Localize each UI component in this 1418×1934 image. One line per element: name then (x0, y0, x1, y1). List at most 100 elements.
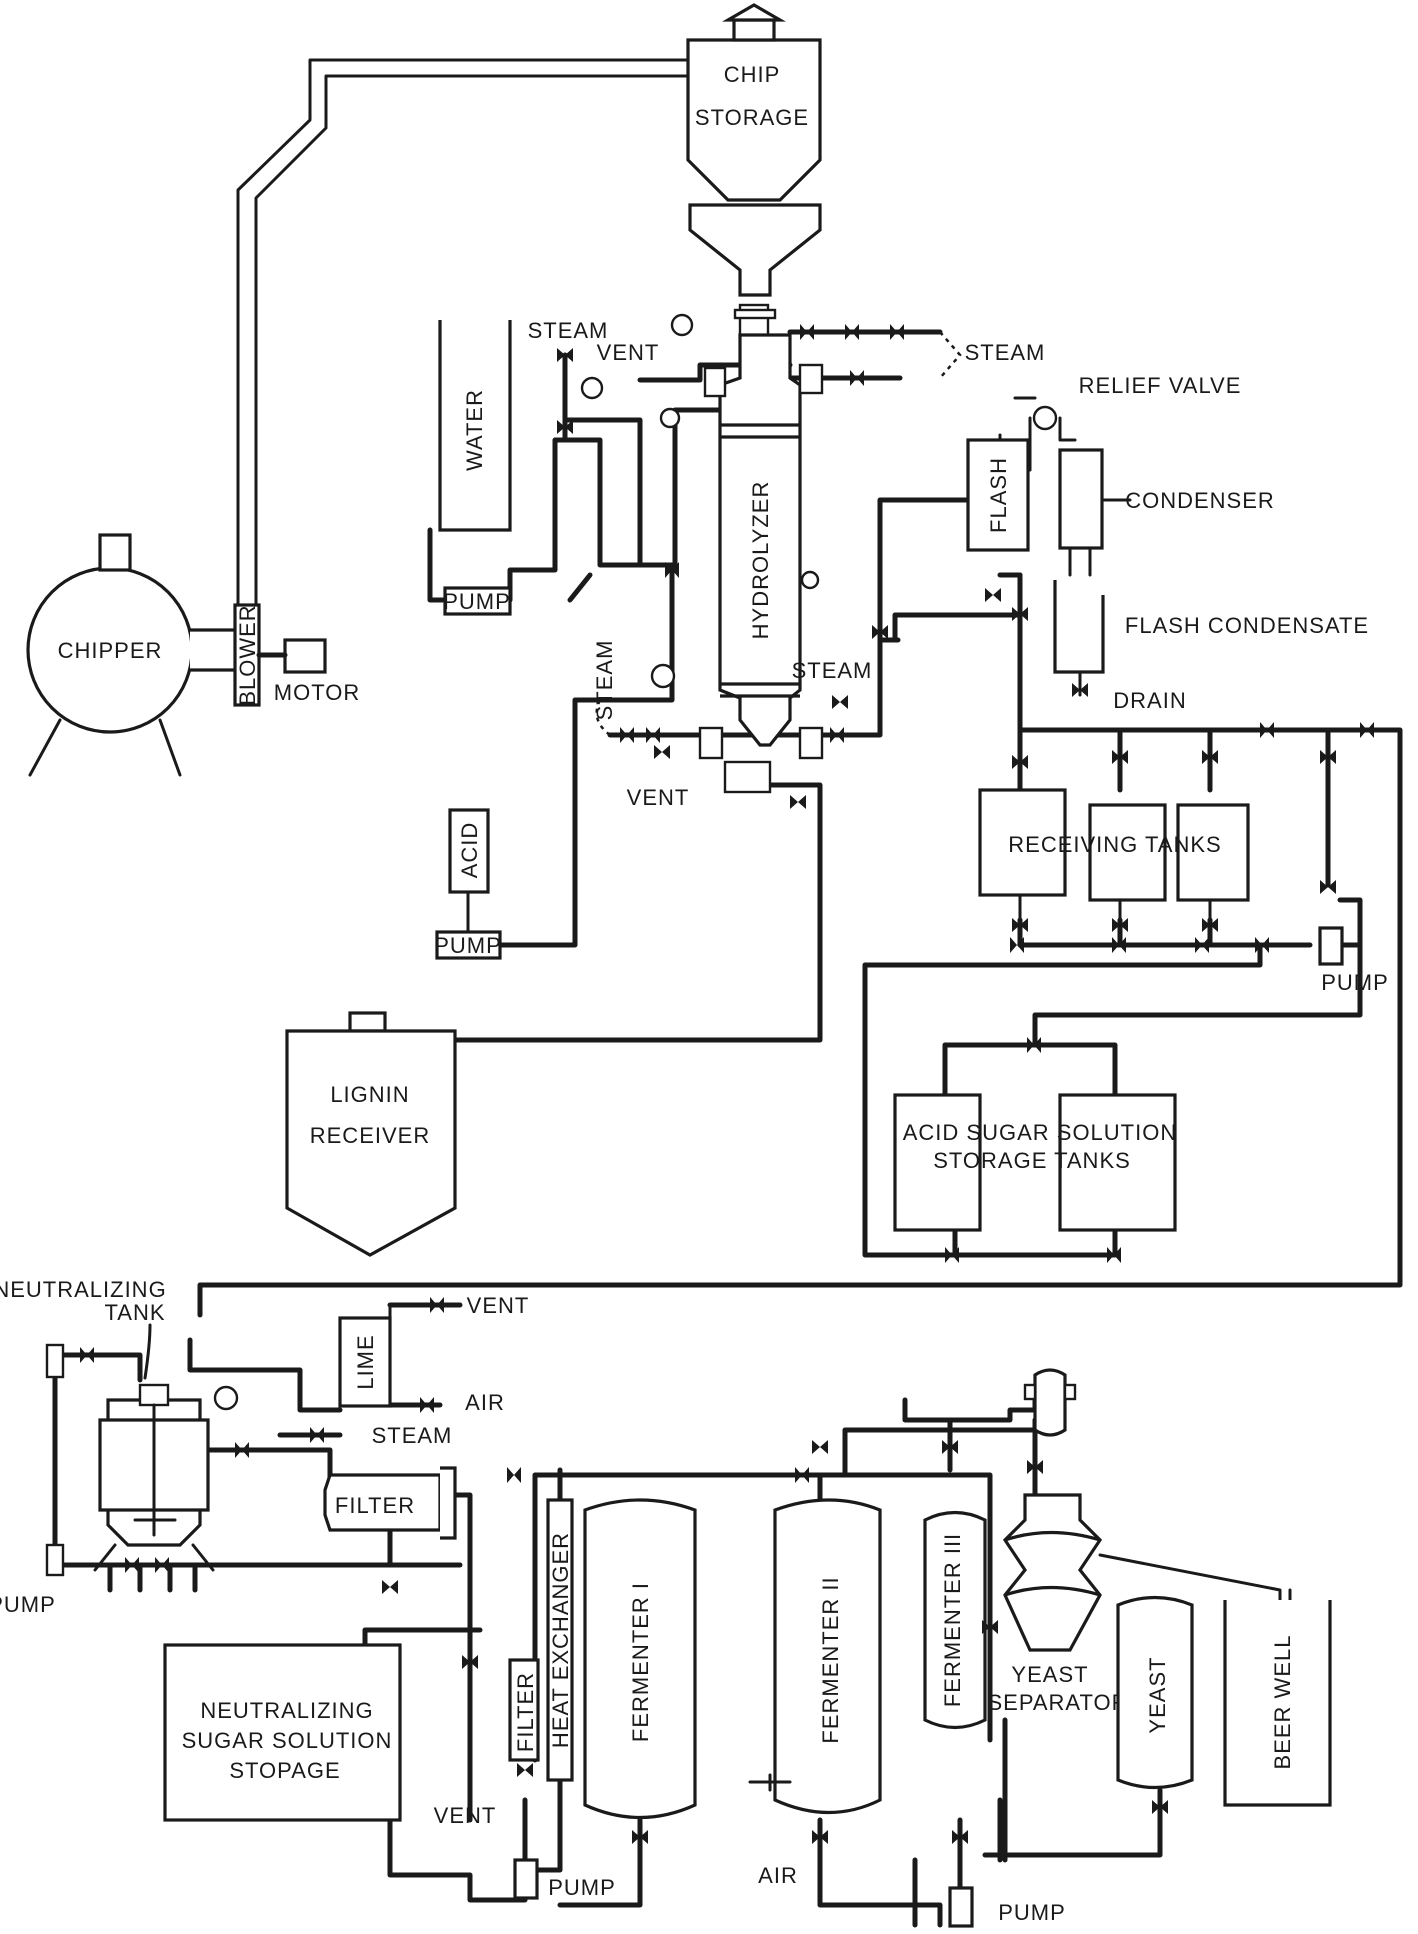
fermenter-3-label: FERMENTER III (940, 1533, 965, 1707)
acid-label: ACID (457, 822, 482, 879)
lime-label: LIME (353, 1334, 378, 1389)
fermenter-1-label: FERMENTER I (628, 1582, 653, 1742)
neutralizing-tank-label-1: NEUTRALIZING (0, 1277, 167, 1302)
pipe-steam-topleft (562, 352, 723, 568)
flash-label: FLASH (986, 457, 1011, 533)
lime-hopper: LIME (338, 1303, 392, 1408)
chip-storage-label-2: STORAGE (695, 105, 809, 130)
pipe-flash-receiving (197, 572, 1403, 1318)
neutral-storage-label-1: NEUTRALIZING (200, 1698, 373, 1723)
fermenter-2: FERMENTER II (748, 1498, 882, 1814)
drain-label: DRAIN (1113, 688, 1186, 713)
vent-lower-label: VENT (434, 1803, 497, 1828)
vent-bottom-label: VENT (627, 785, 690, 810)
receiving-tanks: RECEIVING TANKS (978, 788, 1250, 922)
main-filter: FILTER (323, 1466, 457, 1540)
steam-top-left-label: STEAM (528, 318, 609, 343)
feed-hopper (688, 203, 822, 297)
conveyor-duct (236, 58, 690, 612)
chip-storage: CHIP STORAGE (686, 3, 822, 202)
acid-sugar-storage-tanks: ACID SUGAR SOLUTION STORAGE TANKS (893, 1093, 1177, 1232)
blower: BLOWER (233, 603, 261, 707)
air-lime-label: AIR (465, 1390, 505, 1415)
heat-exchanger: HEAT EXCHANGER (546, 1498, 574, 1782)
heat-exchanger-label: HEAT EXCHANGER (548, 1532, 573, 1748)
pipe-filter-out (437, 1492, 473, 1823)
fermenter-2-label: FERMENTER II (818, 1576, 843, 1743)
lower-pump-1-label: PUMP (548, 1875, 616, 1900)
pipe-storage-up (362, 1627, 483, 1648)
pipe-receiving-drops (1017, 727, 1331, 888)
lower-pump-1: PUMP (513, 1858, 616, 1900)
neutral-pump-label: PUMP (0, 1592, 56, 1617)
neutralizing-sugar-storage: NEUTRALIZING SUGAR SOLUTION STOPAGE (163, 1643, 402, 1822)
pipe-fermenter-bottoms (557, 1717, 1163, 1928)
small-filter-label: FILTER (513, 1672, 538, 1752)
motor: MOTOR (256, 638, 360, 705)
fermenter-3: FERMENTER III (923, 1510, 987, 1730)
valve-icons (80, 324, 1374, 1844)
steam-neutral-label: STEAM (372, 1423, 453, 1448)
flash-condensate-tank: FLASH CONDENSATE DRAIN (1053, 580, 1369, 713)
acid-sugar-label-1: ACID SUGAR SOLUTION (903, 1120, 1177, 1145)
lignin-receiver-label-2: RECEIVER (310, 1123, 430, 1148)
relief-valve-label: RELIEF VALVE (1079, 373, 1242, 398)
pipe-storage-loop (862, 942, 1363, 1258)
chipper: CHIPPER (26, 533, 240, 777)
neutralizing-tank-label-2: TANK (104, 1300, 165, 1325)
main-filter-label: FILTER (335, 1493, 415, 1518)
pipe-neutral-bottom (52, 1372, 463, 1593)
pipe-hydrolyzer-flash (877, 497, 1023, 643)
conveyor-duct-inner (254, 74, 690, 612)
pipe-storage-pump (387, 1427, 1038, 1903)
pipe-water (427, 437, 678, 603)
pipe-neutral-top (52, 1302, 463, 1483)
acid-tank: ACID (448, 808, 490, 934)
chip-storage-label-1: CHIP (724, 62, 781, 87)
water-label: WATER (462, 389, 487, 471)
pipe-yeast-top (902, 1397, 1038, 1473)
pipe-lignin (452, 782, 823, 1043)
receiving-pump: PUMP (1318, 926, 1389, 995)
hydrolyzer: HYDROLYZER (698, 303, 824, 794)
motor-label: MOTOR (274, 680, 360, 705)
blower-label: BLOWER (235, 604, 260, 705)
vent-lime-label: VENT (467, 1293, 530, 1318)
pipe-acid (497, 562, 675, 948)
yeast-separator-label-2: SEPARATOR (987, 1690, 1128, 1715)
neutral-storage-label-2: SUGAR SOLUTION (182, 1728, 393, 1753)
flash-condensate-label: FLASH CONDENSATE (1125, 613, 1369, 638)
flash-tank: FLASH (966, 438, 1030, 552)
steam-top-dash (939, 331, 962, 379)
water-pump-label: PUMP (443, 589, 511, 614)
water-tank: WATER (438, 320, 512, 532)
yeast-separator-label-1: YEAST (1011, 1662, 1088, 1687)
steam-left-label: STEAM (592, 640, 617, 721)
pressure-gauge-icon (213, 313, 820, 1411)
hydrolyzer-label: HYDROLYZER (748, 481, 773, 640)
lignin-receiver-label-1: LIGNIN (330, 1082, 409, 1107)
steam-top-right-label: STEAM (965, 340, 1046, 365)
neutral-storage-label-3: STOPAGE (229, 1758, 340, 1783)
yeast-tank: YEAST (1116, 1595, 1194, 1790)
chipper-label: CHIPPER (58, 638, 163, 663)
relief-valve: RELIEF VALVE (998, 373, 1242, 472)
acid-pump-label: PUMP (434, 933, 502, 958)
receiving-pump-label: PUMP (1321, 970, 1389, 995)
lower-pump-2-label: PUMP (998, 1900, 1066, 1925)
condenser-label: CONDENSER (1125, 488, 1275, 513)
fermenter-1: FERMENTER I (583, 1498, 697, 1819)
beer-well: BEER WELL (1223, 1600, 1332, 1807)
pipe-receiving-bottom (1017, 897, 1363, 948)
small-filter: FILTER (508, 1658, 540, 1762)
acid-pump: PUMP (434, 930, 502, 960)
condenser: CONDENSER (1058, 448, 1275, 577)
beer-well-label: BEER WELL (1270, 1635, 1295, 1770)
air-fermenter-label: AIR (758, 1863, 798, 1888)
acid-sugar-label-2: STORAGE TANKS (933, 1148, 1131, 1173)
steam-mid-label: STEAM (792, 658, 873, 683)
yeast-label: YEAST (1145, 1656, 1170, 1733)
lower-pump-2: PUMP (948, 1886, 1066, 1928)
